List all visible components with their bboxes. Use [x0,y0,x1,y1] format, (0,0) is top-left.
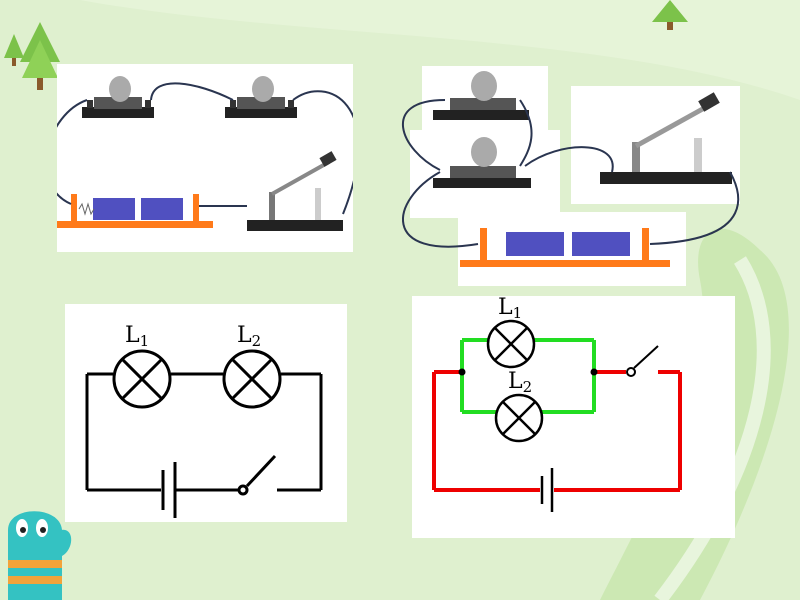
mascot-icon [8,511,72,600]
parallel-bulb-board-2 [410,130,560,218]
switch-icon [247,151,343,231]
series-schematic: L1 L2 [65,304,347,522]
parallel-switch-board [571,86,740,204]
wire [57,82,353,215]
parallel-battery-board [458,212,686,286]
series-lamp2-label: L2 [237,323,261,350]
parallel-lamp2-label: L2 [508,369,532,396]
parallel-lamp1-label: L1 [498,296,522,322]
battery-icon [57,194,213,228]
bulb-icon [82,76,154,118]
parallel-schematic: L1 L2 [412,296,735,538]
tree-icon [4,34,24,66]
parallel-bulb-board [422,66,548,130]
bulb-icon [225,76,297,118]
series-lamp1-label: L1 [125,323,149,350]
tree-icon [20,22,60,90]
tree-icon [652,0,688,30]
lamp-l2 [494,393,544,443]
lamp-l1 [486,319,536,369]
series-physical-circuit [57,64,353,252]
switch-icon [626,345,659,377]
